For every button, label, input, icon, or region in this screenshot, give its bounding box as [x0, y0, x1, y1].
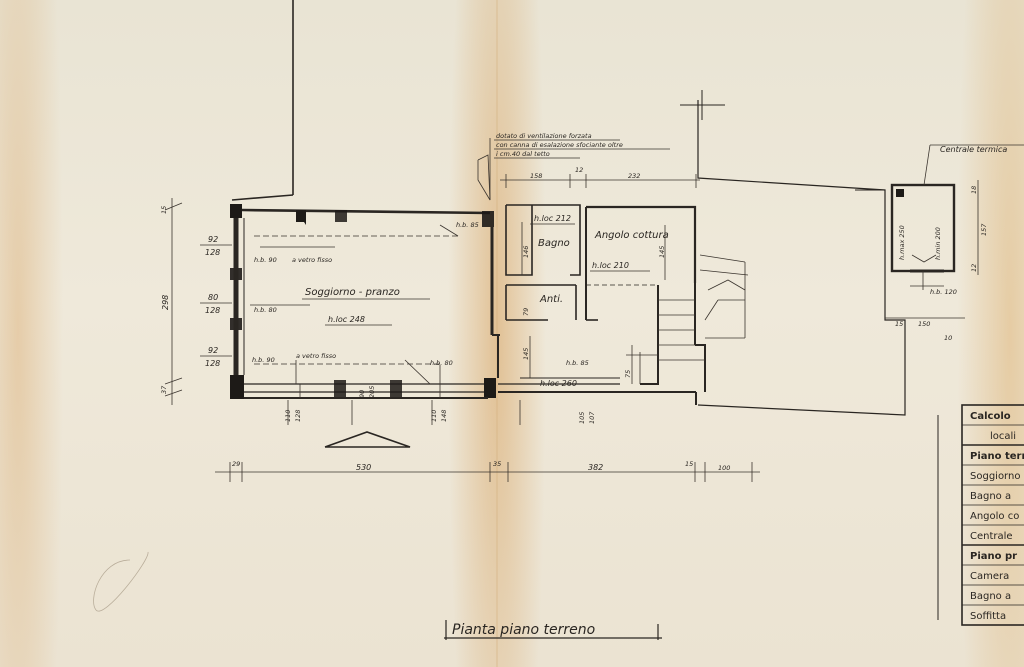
note-vent-1: dotato di ventilazione forzata: [496, 132, 592, 140]
table-row-label: Bagno a: [970, 591, 1011, 602]
dim-ct-bottom-0: 15: [895, 320, 903, 328]
dim-angolo-v-1: 75: [624, 370, 632, 378]
table-row-label: Bagno a: [970, 491, 1011, 502]
window-door-marks: [250, 213, 460, 448]
room-hmax-centrale: h.max 250: [898, 225, 906, 260]
dim-w1-b: 128: [205, 248, 220, 257]
dim-left-bottom: 37: [160, 385, 168, 394]
adjacent-wall-line: [231, 0, 294, 201]
dim-w2-b: 128: [205, 306, 220, 315]
service-walls: [498, 90, 956, 416]
room-height-bagno: h.loc 212: [534, 214, 571, 223]
plan-title: Pianta piano terreno: [452, 622, 595, 638]
dim-w3-a: 92: [208, 346, 218, 355]
room-height-soggiorno: h.loc 248: [328, 315, 365, 324]
dim-bottom-3: 382: [588, 463, 603, 472]
dim-ct-bottom-2: 10: [944, 334, 952, 342]
room-name-soggiorno: Soggiorno - pranzo: [305, 287, 400, 298]
dim-ct-right-0: 18: [970, 186, 978, 194]
note-hb-3: h.b. 80: [254, 306, 277, 314]
table-row-label: Camera: [970, 571, 1009, 582]
dim-top-mid-0: 158: [530, 172, 542, 180]
pencil-scribble: [93, 551, 149, 612]
note-hb-6: h.b. 85: [456, 221, 479, 229]
note-hb-2: h.b. 90: [252, 356, 275, 364]
dim-d2-a: 90: [358, 390, 366, 398]
dim-bottom-5: 100: [718, 464, 730, 472]
table-row-label: Centrale: [970, 531, 1013, 542]
table-row-label: locali: [990, 431, 1016, 442]
note-hb-4: h.b. 80: [430, 359, 453, 367]
room-hmin-centrale: h.min 200: [934, 227, 942, 260]
dim-bagno-v-1: 79: [522, 308, 530, 316]
dim-bagno-v-0: 146: [522, 246, 530, 258]
dim-bottom-2: 35: [493, 460, 501, 468]
note-hb-7: h.b. 120: [930, 288, 957, 296]
dimension-texts: 29 530 35 382 15 100 298 15 37 92 128 80…: [160, 166, 988, 472]
table-row-label: Calcolo: [970, 411, 1011, 422]
note-vent-2: con canna di esalazione sfociante oltre: [496, 141, 623, 149]
table-row-label: Piano pr: [970, 551, 1017, 562]
room-name-antibagno: Anti.: [539, 294, 563, 305]
title-block: Pianta piano terreno: [444, 620, 662, 640]
dim-ct-right-1: 157: [980, 223, 988, 236]
dim-d4-b: 107: [588, 411, 596, 424]
dim-d1-a: 110: [284, 410, 292, 422]
dim-d2-b: 205: [368, 386, 376, 398]
exterior-walls: [230, 204, 500, 399]
room-height-angolo: h.loc 210: [592, 261, 629, 270]
room-name-centrale: Centrale termica: [940, 145, 1007, 154]
table-row-label: Piano terr: [970, 451, 1024, 462]
note-hb-1: h.b. 90: [254, 256, 277, 264]
room-name-angolo: Angolo cottura: [594, 230, 669, 241]
dimension-lines: [164, 138, 1024, 482]
note-window-1: a vetro fisso: [292, 256, 332, 264]
dim-top-mid-2: 232: [628, 172, 640, 180]
dim-ct-bottom-1: 150: [918, 320, 930, 328]
notes: dotato di ventilazione forzata con canna…: [252, 132, 957, 367]
note-window-2: a vetro fisso: [296, 352, 336, 360]
dim-left-top: 15: [160, 206, 168, 214]
room-height-ingresso: h.loc 260: [540, 379, 577, 388]
dim-bottom-1: 530: [356, 463, 371, 472]
dim-angolo-v-0: 145: [658, 246, 666, 258]
dim-ingresso-v: 145: [522, 348, 530, 360]
dim-d4-a: 105: [578, 412, 586, 424]
dim-bottom-0: 29: [232, 460, 240, 468]
table-row-label: Angolo co: [970, 511, 1019, 522]
dim-ct-right-2: 12: [970, 264, 978, 272]
room-labels: Soggiorno - pranzo h.loc 248 h.loc 212 B…: [302, 145, 1007, 388]
note-hb-5: h.b. 85: [566, 359, 589, 367]
table-row-label: Soffitta: [970, 611, 1006, 622]
dim-bottom-4: 15: [685, 460, 693, 468]
dim-w1-a: 92: [208, 235, 218, 244]
table-row-label: Soggiorno: [970, 471, 1020, 482]
dim-left-total: 298: [161, 295, 170, 310]
dim-d3-b: 148: [440, 410, 448, 422]
room-name-bagno: Bagno: [538, 238, 570, 249]
dim-w3-b: 128: [205, 359, 220, 368]
dim-top-mid-1: 12: [575, 166, 583, 174]
note-vent-3: i cm.40 dal tetto: [496, 150, 550, 158]
dim-w2-a: 80: [208, 293, 218, 302]
calc-table: [937, 404, 1024, 626]
dim-d1-b: 128: [294, 410, 302, 422]
dim-d3-a: 110: [430, 410, 438, 422]
